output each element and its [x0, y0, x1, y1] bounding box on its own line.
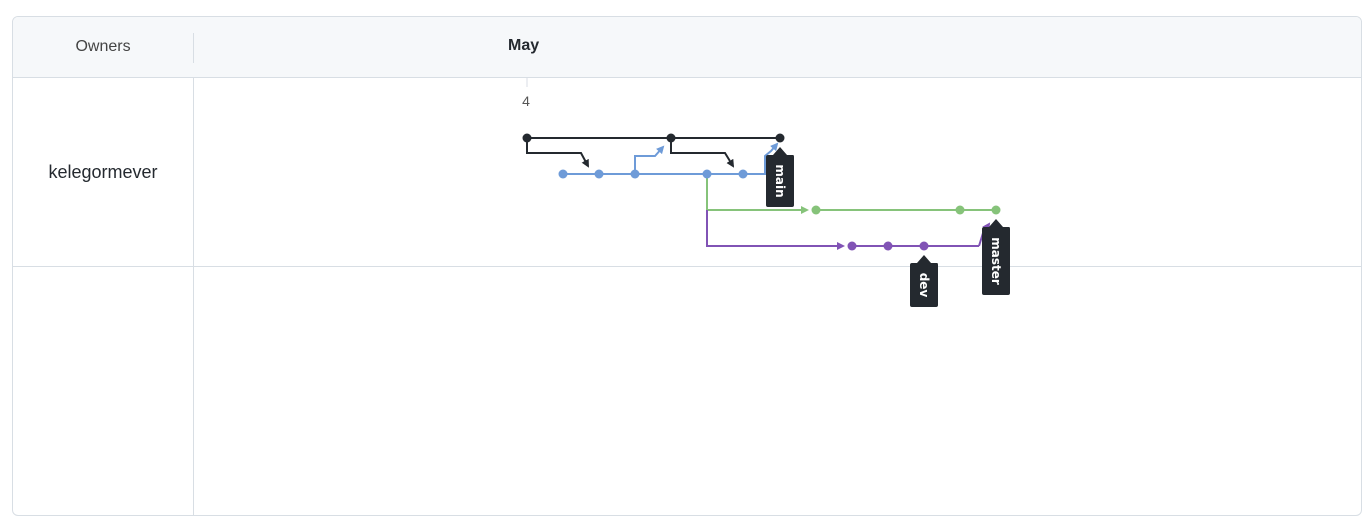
commit-dot[interactable] [630, 169, 640, 179]
commit-dots-master[interactable] [811, 205, 1001, 215]
header-divider [193, 33, 194, 63]
commit-dot[interactable] [883, 241, 893, 251]
master-branch-lines [706, 174, 996, 214]
owners-column-divider [193, 77, 194, 515]
branch-tag-label: master [989, 237, 1003, 285]
commit-dots-dev[interactable] [847, 241, 929, 251]
dev-branch-lines [706, 210, 991, 250]
network-graph-panel: Owners May kelegormever 4 [12, 16, 1362, 516]
commit-dot[interactable] [594, 169, 604, 179]
commit-dot[interactable] [775, 133, 785, 143]
network-header: Owners May [13, 17, 1361, 78]
owners-column-header: Owners [75, 38, 131, 55]
owner-row-divider [13, 266, 1361, 267]
commit-dot[interactable] [919, 241, 929, 251]
branch-tag-dev[interactable]: dev [910, 255, 938, 307]
branch-tag-label: dev [917, 273, 931, 298]
commit-dot[interactable] [955, 205, 965, 215]
commit-dot[interactable] [522, 133, 532, 143]
commit-dot[interactable] [991, 205, 1001, 215]
commit-dot[interactable] [702, 169, 712, 179]
commit-dot[interactable] [666, 133, 676, 143]
commit-dot[interactable] [811, 205, 821, 215]
month-label: May [508, 37, 540, 54]
commit-dot[interactable] [847, 241, 857, 251]
branch-tag-master[interactable]: master [982, 219, 1010, 295]
branch-tag-label: main [773, 164, 787, 197]
day-label: 4 [522, 93, 530, 109]
upstream-branch-lines [526, 137, 780, 168]
commit-graph[interactable]: 4 [13, 17, 1362, 516]
commit-dots-main[interactable] [558, 169, 748, 179]
commit-dot[interactable] [558, 169, 568, 179]
owner-name-kelegormever[interactable]: kelegormever [48, 161, 158, 182]
branch-tag-main[interactable]: main [766, 147, 794, 207]
commit-dots-upstream[interactable] [522, 133, 785, 143]
commit-dot[interactable] [738, 169, 748, 179]
